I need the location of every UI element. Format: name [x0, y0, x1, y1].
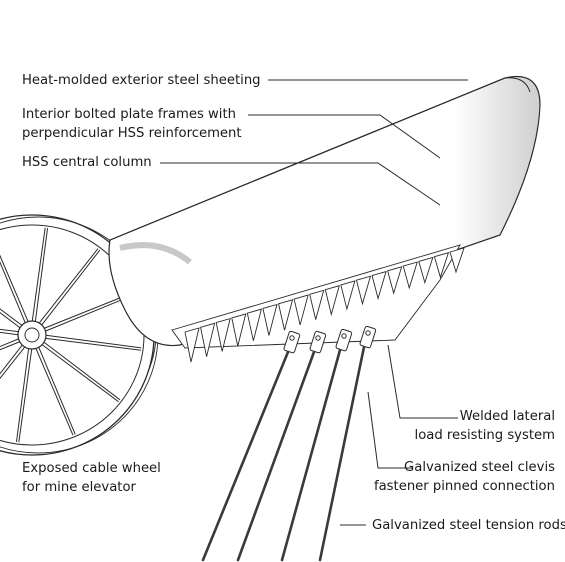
leader-plate-frames	[248, 114, 441, 159]
lateral-fin	[293, 294, 309, 326]
lateral-fin	[355, 275, 372, 306]
leader-lines	[160, 79, 468, 526]
exterior-steel-sheeting	[108, 76, 541, 347]
leader-central-column	[160, 162, 441, 206]
wheel-spoke	[0, 254, 30, 324]
wheel-spoke	[0, 343, 24, 375]
wheel-spoke	[0, 311, 22, 330]
wheel-spoke	[0, 308, 24, 327]
lateral-fin	[215, 317, 231, 352]
wheel-spoke	[43, 334, 142, 349]
clevis-pin	[365, 330, 371, 336]
wheel-spoke	[18, 346, 33, 443]
lateral-fin	[387, 266, 403, 295]
label-exterior-sheeting: Heat-molded exterior steel sheeting	[22, 73, 261, 88]
lateral-fin	[309, 289, 325, 320]
tension-rod	[280, 348, 342, 562]
wheel-spoke	[40, 343, 119, 403]
clevis-connections	[283, 325, 377, 354]
wheel-spoke	[0, 337, 21, 348]
welded-lateral-system	[171, 244, 465, 363]
wheel-spoke	[31, 227, 46, 324]
clevis-pin	[341, 333, 347, 339]
lateral-fin	[246, 308, 262, 341]
lateral-fin	[231, 313, 247, 347]
wheel-spoke	[40, 249, 101, 327]
label-plate-frames: Interior bolted plate frames with perpen…	[22, 107, 242, 141]
clevis-pin	[315, 335, 321, 341]
lateral-fin	[371, 270, 387, 301]
lateral-fin	[418, 256, 434, 285]
lateral-fin	[402, 261, 418, 290]
tension-rods	[201, 345, 366, 562]
wheel-spoke	[15, 346, 30, 442]
lateral-fin	[324, 284, 340, 317]
cable-wheel	[0, 214, 159, 456]
lateral-fins	[184, 247, 465, 363]
wheel-spoke	[42, 340, 121, 401]
tension-rod	[318, 345, 366, 562]
wheel-spoke	[43, 294, 135, 333]
lateral-fin	[184, 327, 200, 363]
label-central-column: HSS central column	[22, 155, 152, 170]
wheel-spoke	[34, 346, 74, 436]
lateral-fin	[277, 299, 294, 331]
wheel-spoke	[37, 248, 99, 325]
wheel-spoke	[0, 261, 27, 325]
wheel-spoke	[37, 345, 76, 435]
wheel-spoke	[42, 292, 134, 330]
wheel-spoke	[0, 328, 21, 333]
leader-lateral-system	[387, 344, 458, 419]
leader-clevis	[367, 391, 412, 469]
wheel-spokes	[0, 227, 142, 443]
label-tension-rods: Galvanized steel tension rods	[372, 518, 565, 533]
lateral-fin	[200, 322, 216, 357]
label-clevis: Galvanized steel clevis fastener pinned …	[373, 460, 555, 494]
lateral-fin	[340, 280, 356, 311]
clevis-pin	[289, 335, 295, 341]
lateral-fin	[262, 303, 278, 336]
tension-rod	[236, 350, 316, 562]
lateral-fin	[449, 247, 465, 274]
wheel-spoke	[34, 228, 49, 324]
wheel-spoke	[0, 345, 27, 380]
label-lateral-system: Welded lateral load resisting system	[414, 409, 555, 443]
label-cable-wheel: Exposed cable wheel for mine elevator	[22, 461, 161, 495]
wheel-spoke	[43, 337, 141, 351]
lateral-fin	[433, 252, 450, 279]
wheel-spoke	[0, 340, 22, 351]
tension-rod	[201, 350, 290, 562]
wheel-spoke	[0, 331, 21, 336]
